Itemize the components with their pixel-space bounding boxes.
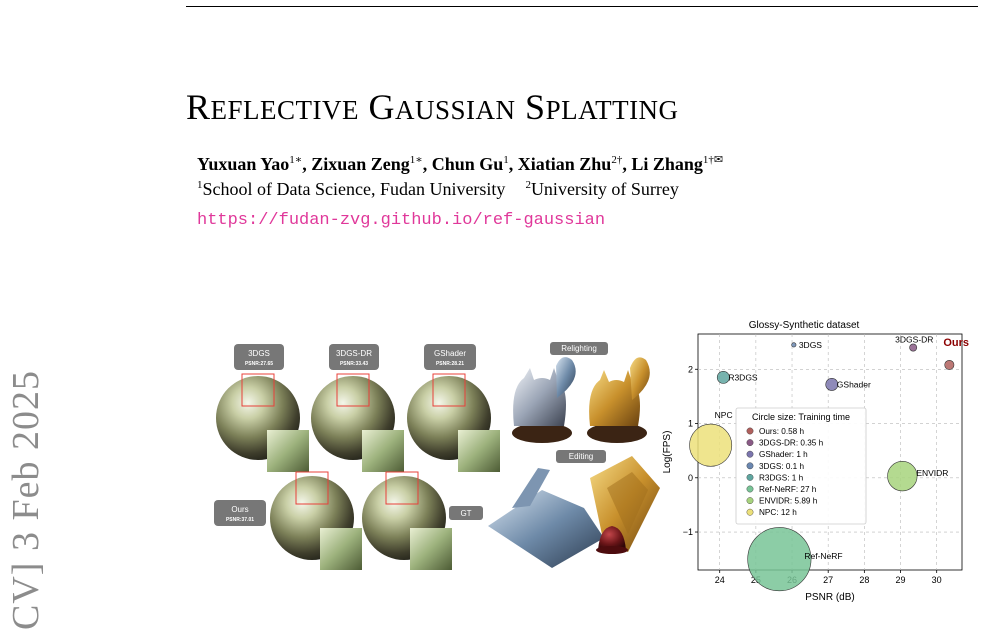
author: Li Zhang1†✉: [631, 154, 724, 174]
arxiv-stamp: CV] 3 Feb 2025: [5, 370, 47, 630]
legend-marker: [746, 508, 754, 516]
point-label: ENVIDR: [916, 468, 948, 478]
method-badge: [214, 500, 266, 526]
svg-text:3DGS: 3DGS: [248, 349, 270, 358]
point-label: NPC: [715, 410, 733, 420]
legend-entry: Ref-NeRF: 27 h: [759, 485, 817, 494]
point-gshader: [825, 378, 839, 391]
y-axis-label: Log(FPS): [662, 431, 673, 474]
legend-marker: [746, 462, 754, 470]
top-rule: [186, 6, 978, 7]
legend-entry: 3DGS: 0.1 h: [759, 462, 805, 471]
x-tick-label: 27: [823, 575, 833, 585]
title-word-1: REFLECTIVE: [186, 87, 359, 127]
svg-text:Ours: Ours: [231, 505, 248, 514]
legend-marker: [746, 497, 754, 505]
point-envidr: [887, 461, 918, 492]
paper-title: REFLECTIVE GAUSSIAN SPLATTING: [186, 86, 679, 128]
point-label: R3DGS: [728, 372, 758, 382]
svg-text:PSNR:33.43: PSNR:33.43: [340, 361, 368, 367]
legend-entry: GShader: 1 h: [759, 450, 808, 459]
gt-badge: [449, 506, 483, 520]
sphere-render-gt: GT: [362, 471, 483, 570]
legend-entry: 3DGS-DR: 0.35 h: [759, 439, 824, 448]
svg-text:PSNR:37.01: PSNR:37.01: [226, 517, 254, 523]
legend-frame: [735, 407, 867, 525]
point-3dgs: [791, 342, 797, 348]
legend-marker: [746, 427, 754, 435]
scatter-chart-svg: Glossy-Synthetic dataset 24252627282930−…: [662, 320, 969, 603]
point-label: GShader: [837, 379, 871, 389]
point-r3dgs: [716, 371, 730, 384]
method-badge: [329, 344, 379, 370]
affiliations: 1School of Data Science, Fudan Universit…: [197, 179, 679, 200]
point-3dgs-dr: [909, 343, 918, 352]
point-npc: [689, 423, 733, 467]
point-label: 3DGS: [799, 340, 822, 350]
y-tick-label: −1: [683, 527, 693, 537]
affiliation: 2University of Surrey: [525, 179, 679, 199]
svg-text:GShader: GShader: [434, 349, 466, 358]
legend-marker: [746, 450, 754, 458]
scatter-chart: Glossy-Synthetic dataset 24252627282930−…: [660, 314, 980, 604]
editing-panel: Editing: [488, 450, 660, 568]
x-tick-label: 29: [896, 575, 906, 585]
x-axis-label: PSNR (dB): [805, 592, 854, 603]
relighting-badge: [550, 342, 608, 355]
svg-text:GT: GT: [460, 509, 471, 518]
data-points: [689, 342, 955, 592]
point-labels: Ours 3DGS-DR GShader 3DGS R3DGS Ref-NeRF ENVID…: [715, 335, 969, 562]
svg-text:Relighting: Relighting: [561, 344, 597, 353]
point-label: Ref-NeRF: [804, 551, 842, 561]
author-list: Yuxuan Yao1∗, Zixuan Zeng1∗, Chun Gu1, X…: [197, 154, 723, 175]
author: Yuxuan Yao1∗,: [197, 154, 312, 174]
legend-marker: [746, 485, 754, 493]
author: Chun Gu1,: [431, 154, 518, 174]
method-badge: [424, 344, 476, 370]
sphere-render-gshader: GShader PSNR:28.21: [407, 344, 500, 472]
y-tick-label: 1: [688, 419, 693, 429]
point-label: 3DGS-DR: [895, 335, 933, 345]
legend-entry: NPC: 12 h: [759, 508, 797, 517]
x-tick-label: 24: [715, 575, 725, 585]
legend-entry: R3DGS: 1 h: [759, 473, 804, 482]
legend-entry: Ours: 0.58 h: [759, 427, 805, 436]
legend-entry: ENVIDR: 5.89 h: [759, 497, 818, 506]
affiliation: 1School of Data Science, Fudan Universit…: [197, 179, 506, 199]
project-url-link[interactable]: https://fudan-zvg.github.io/ref-gaussian: [197, 211, 606, 230]
author: Zixuan Zeng1∗,: [311, 154, 432, 174]
point-label: Ours: [943, 337, 969, 349]
relighting-panel: Relighting: [512, 342, 650, 443]
point-ref-nerf: [747, 527, 812, 592]
legend-title: Circle size: Training time: [752, 412, 850, 422]
legend-items: Ours: 0.58 h 3DGS-DR: 0.35 h GShader: 1 h 3…: [746, 427, 824, 517]
svg-text:3DGS-DR: 3DGS-DR: [336, 349, 372, 358]
svg-text:Editing: Editing: [569, 452, 593, 461]
sphere-render-3dgs: 3DGS PSNR:27.65: [216, 344, 309, 472]
y-tick-label: 2: [688, 364, 693, 374]
title-word-3: SPLATTING: [525, 87, 679, 127]
chart-title: Glossy-Synthetic dataset: [749, 320, 860, 331]
sphere-render-ours: Ours PSNR:37.01: [214, 471, 362, 570]
x-tick-label: 28: [859, 575, 869, 585]
title-word-2: GAUSSIAN: [368, 87, 516, 127]
point-ours: [944, 359, 955, 370]
sphere-render-3dgs-dr: 3DGS-DR PSNR:33.43: [311, 344, 404, 472]
teaser-figure: 3DGS PSNR:27.65 3DGS-DR PSNR:33.43 GShad…: [214, 342, 660, 570]
x-tick-label: 30: [932, 575, 942, 585]
legend-marker: [746, 439, 754, 447]
author: Xiatian Zhu2†,: [517, 154, 632, 174]
legend: Circle size: Training time Ours: 0.58 h 3…: [735, 407, 867, 525]
editing-badge: [556, 450, 606, 463]
y-tick-label: 0: [688, 473, 693, 483]
svg-text:PSNR:27.65: PSNR:27.65: [245, 361, 273, 367]
legend-marker: [746, 473, 754, 481]
method-badge: [234, 344, 284, 370]
svg-text:PSNR:28.21: PSNR:28.21: [436, 361, 464, 367]
